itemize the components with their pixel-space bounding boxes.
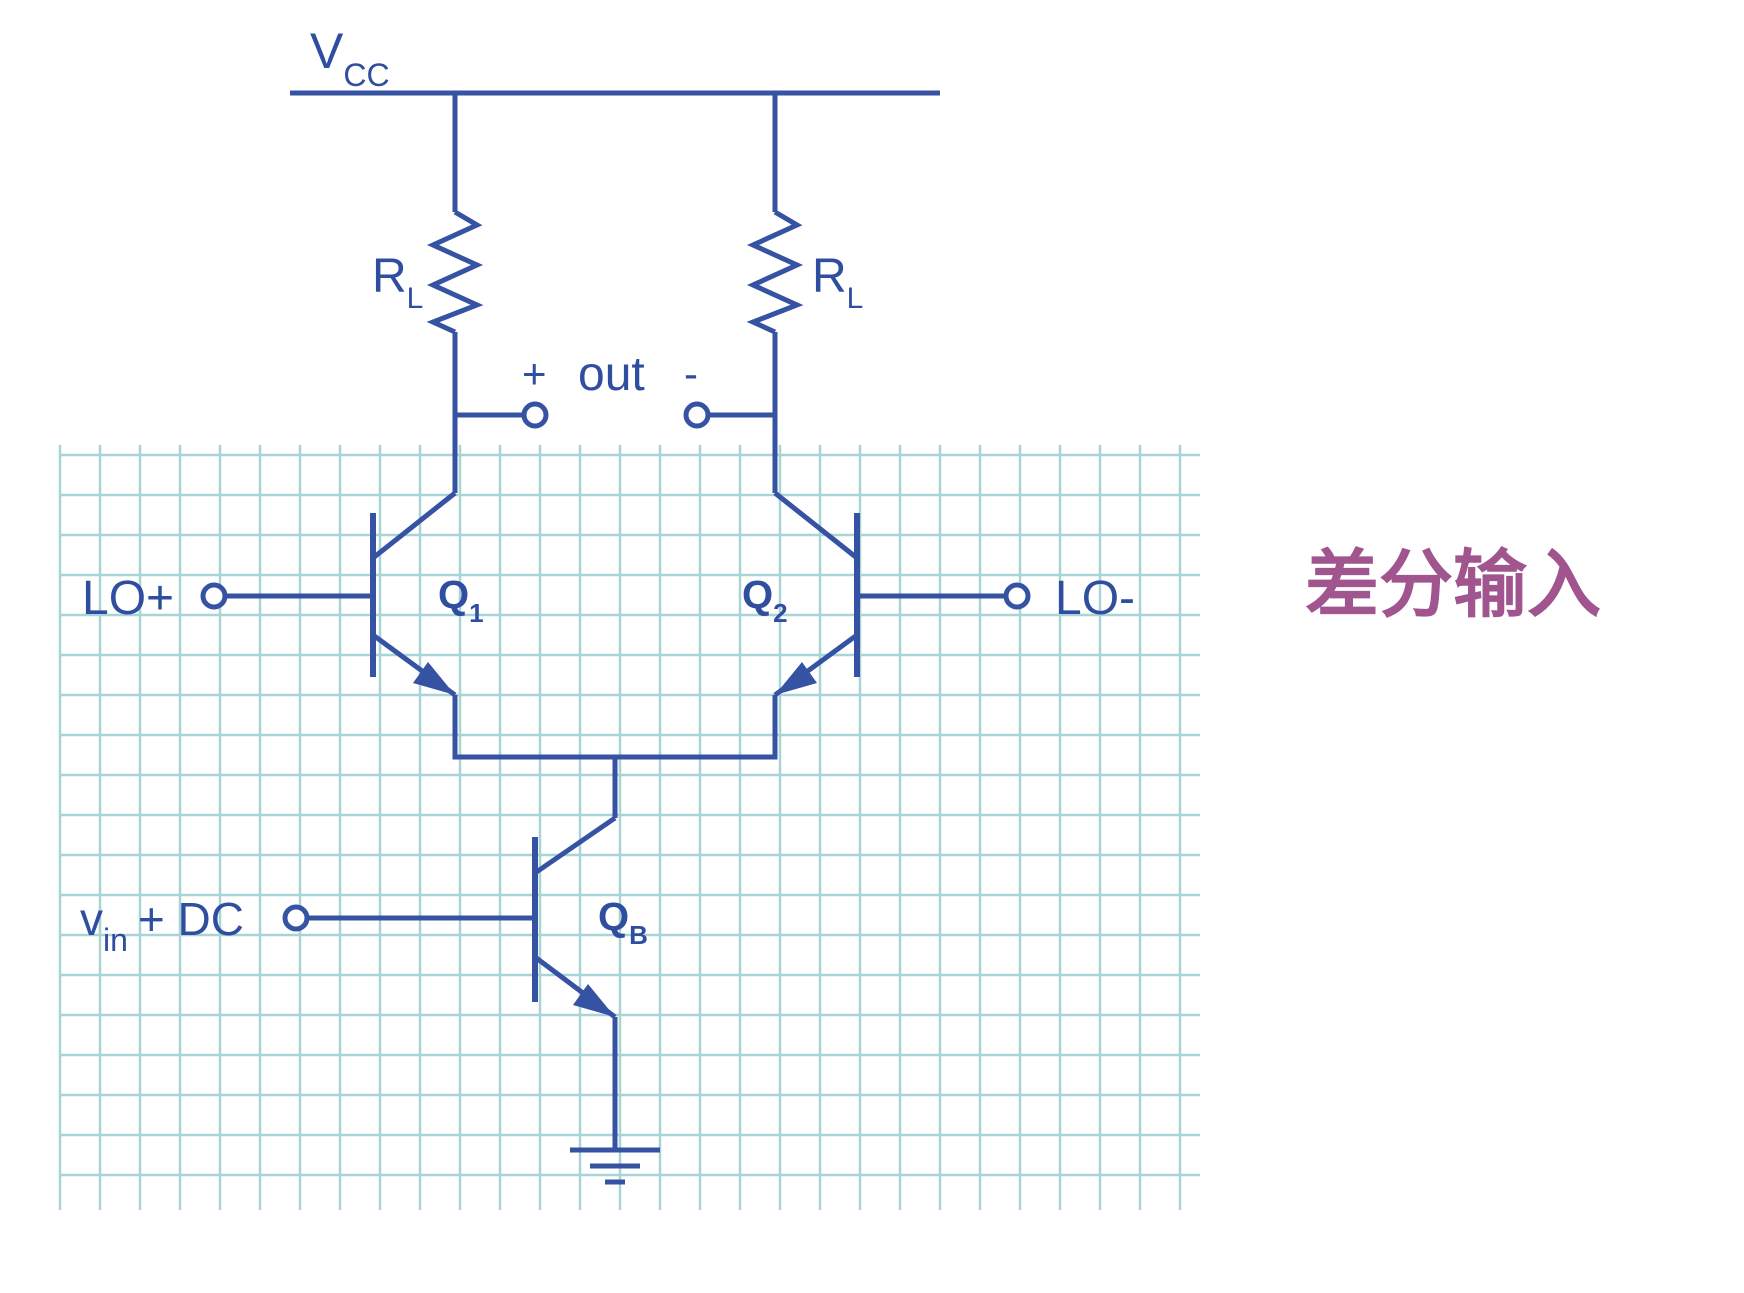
vin-label: vin+ DC xyxy=(80,893,244,958)
right-resistor-label: RL xyxy=(812,250,863,315)
q2-emitter-arrow xyxy=(775,662,817,695)
out-label: out xyxy=(578,348,645,401)
q1-collector xyxy=(371,491,457,560)
emitter-arrows xyxy=(413,662,817,1017)
q1-label: Q1 xyxy=(438,573,484,628)
q1-emitter-arrow xyxy=(413,662,455,695)
right-load-resistor xyxy=(746,209,804,335)
graph-paper-grid xyxy=(58,445,1200,1210)
q2-label: Q2 xyxy=(742,573,788,628)
emitter-tie-wire xyxy=(452,695,778,760)
vcc-label: VCC xyxy=(310,23,390,93)
q2-collector xyxy=(773,491,859,560)
lo-plus-terminal[interactable] xyxy=(200,582,228,610)
qb-label: QB xyxy=(598,895,648,950)
qb-emitter-arrow xyxy=(573,984,615,1017)
circuit-wires xyxy=(226,90,1005,1185)
left-load-resistor xyxy=(426,209,484,335)
terminals xyxy=(200,401,1031,932)
qb-collector xyxy=(533,815,617,876)
out-minus-terminal[interactable] xyxy=(683,401,711,429)
out-plus-label: + xyxy=(522,350,547,397)
out-minus-label: - xyxy=(684,350,698,397)
out-plus-terminal[interactable] xyxy=(521,401,549,429)
lo-minus-terminal[interactable] xyxy=(1003,582,1031,610)
vin-terminal[interactable] xyxy=(282,904,310,932)
differential-input-annotation: 差分输入 xyxy=(1305,542,1601,628)
left-resistor-label: RL xyxy=(372,250,423,315)
lo-plus-label: LO+ xyxy=(82,572,174,625)
lo-minus-label: LO- xyxy=(1055,572,1135,625)
